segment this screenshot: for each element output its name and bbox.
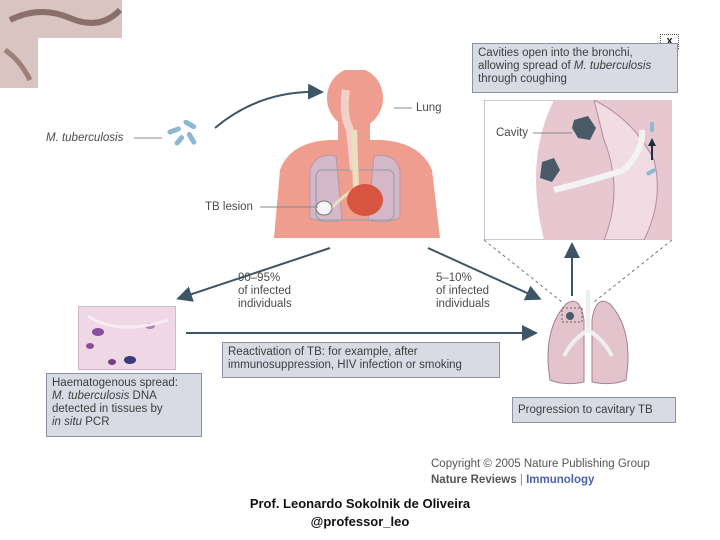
- cavity-inset-illustration: [484, 100, 672, 240]
- inset-projection-lines: [484, 239, 673, 303]
- box-haematogenous: Haematogenous spread: M. tuberculosis DN…: [46, 373, 202, 437]
- arrow-inhalation: [214, 83, 324, 129]
- tissue-micrograph: [78, 306, 176, 370]
- human-torso-illustration: [274, 70, 440, 238]
- author-credit: Prof. Leonardo Sokolnik de Oliveira @pro…: [0, 496, 720, 529]
- label-cavity: Cavity: [496, 127, 528, 139]
- label-right-percentage: 5–10% of infected individuals: [436, 272, 490, 310]
- corner-photo: [0, 0, 122, 88]
- label-tb-lesion: TB lesion: [205, 201, 253, 213]
- box-progression: Progression to cavitary TB: [512, 397, 676, 423]
- copyright-text: Copyright © 2005 Nature Publishing Group: [431, 458, 650, 470]
- label-bacteria: M. tuberculosis: [46, 132, 124, 144]
- bacteria-cluster: [167, 120, 197, 146]
- box-reactivation: Reactivation of TB: for example, after i…: [222, 342, 500, 378]
- lungs-illustration: [547, 290, 629, 385]
- author-name: Prof. Leonardo Sokolnik de Oliveira: [249, 496, 471, 511]
- box-cavities: Cavities open into the bronchi, allowing…: [472, 43, 678, 93]
- journal-name: Nature Reviews | Immunology: [431, 474, 595, 486]
- label-left-percentage: 90–95% of infected individuals: [238, 272, 292, 310]
- arrow-to-lungs: [427, 247, 542, 301]
- author-handle: @professor_leo: [310, 514, 410, 529]
- label-lung: Lung: [416, 102, 442, 114]
- arrow-to-haematogenous: [176, 247, 331, 302]
